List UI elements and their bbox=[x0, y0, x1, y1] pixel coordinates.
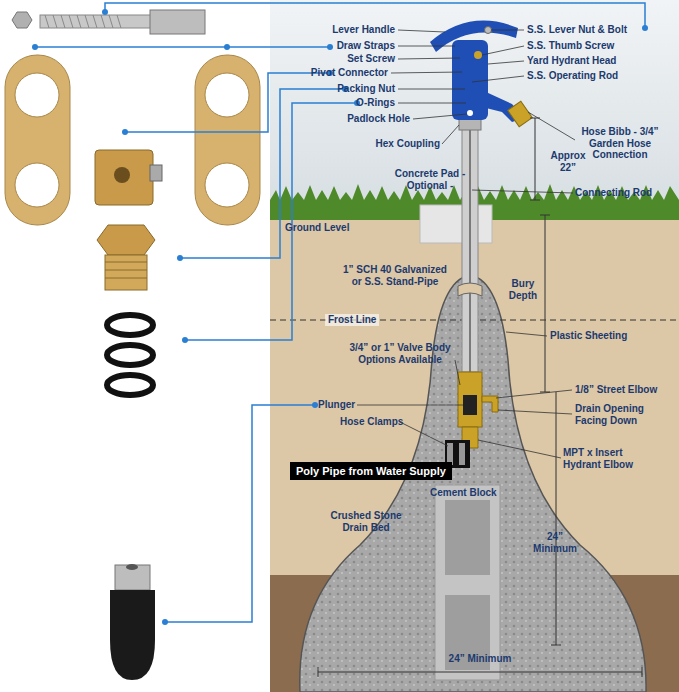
stand-pipe bbox=[462, 122, 478, 372]
block-hole bbox=[445, 500, 490, 575]
part-label: Hex Coupling bbox=[340, 138, 440, 150]
part-label: Plastic Sheeting bbox=[550, 330, 660, 342]
part-label: Frost Line bbox=[325, 314, 379, 326]
lever-bolt bbox=[485, 27, 492, 34]
part-label: Hose Bibb - 3/4” Garden Hose Connection bbox=[575, 126, 665, 161]
part-label: Padlock Hole bbox=[300, 113, 410, 125]
part-label: Cement Block bbox=[430, 487, 500, 499]
part-label: 1/8” Street Elbow bbox=[575, 384, 675, 396]
part-label: S.S. Lever Nut & Bolt bbox=[527, 24, 667, 36]
street-elbow bbox=[482, 396, 498, 412]
part-label: MPT x Insert Hydrant Elbow bbox=[563, 447, 663, 470]
part-label: S.S. Operating Rod bbox=[527, 70, 667, 82]
concrete-pad bbox=[420, 205, 492, 243]
part-label: Set Screw bbox=[300, 53, 395, 65]
callout-lines bbox=[35, 3, 645, 622]
part-label: Yard Hydrant Head bbox=[527, 55, 667, 67]
part-label: Packing Nut bbox=[300, 83, 395, 95]
part-label: 1” SCH 40 Galvanized or S.S. Stand-Pipe bbox=[340, 264, 450, 287]
valve-body bbox=[458, 372, 482, 427]
hose-bibb bbox=[508, 101, 533, 127]
soil bbox=[270, 215, 679, 692]
part-label: S.S. Thumb Screw bbox=[527, 40, 667, 52]
plunger bbox=[463, 395, 477, 415]
part-label: Drain Opening Facing Down bbox=[575, 403, 665, 426]
part-label: Hose Clamps bbox=[340, 416, 410, 428]
leader-lines bbox=[357, 30, 575, 458]
part-label: 24” Minimum bbox=[430, 653, 530, 665]
part-label: Crushed Stone Drain Bed bbox=[322, 510, 410, 533]
box-text: Poly Pipe from Water Supply bbox=[296, 465, 446, 477]
callout-dots bbox=[32, 9, 648, 625]
part-label: Plunger bbox=[318, 399, 358, 411]
part-label: Draw Straps bbox=[300, 40, 395, 52]
part-label: Concrete Pad - Optional - bbox=[393, 168, 467, 191]
pipe-break bbox=[458, 283, 482, 296]
pipe-callout-box: Poly Pipe from Water Supply bbox=[290, 462, 452, 480]
part-label: Connecting Rod bbox=[575, 187, 675, 199]
part-label: O-Rings bbox=[300, 97, 395, 109]
thumb-screw bbox=[474, 51, 482, 59]
part-label: 3/4” or 1” Valve Body Options Available bbox=[345, 342, 455, 365]
hydrant-head bbox=[452, 40, 488, 120]
part-label: Ground Level bbox=[285, 222, 385, 234]
cement-block bbox=[435, 485, 500, 680]
part-label: Lever Handle bbox=[300, 24, 395, 36]
part-label: 24” Minimum bbox=[530, 531, 580, 554]
hose-clamp bbox=[459, 443, 465, 465]
padlock-hole bbox=[467, 110, 473, 116]
part-label: Pivot Connector bbox=[300, 67, 388, 79]
part-label: Bury Depth bbox=[503, 278, 543, 301]
parts-photos bbox=[5, 10, 260, 680]
dimension-lines bbox=[318, 118, 642, 677]
part-label: Approx 22” bbox=[548, 150, 588, 173]
connecting-rod bbox=[469, 125, 471, 372]
